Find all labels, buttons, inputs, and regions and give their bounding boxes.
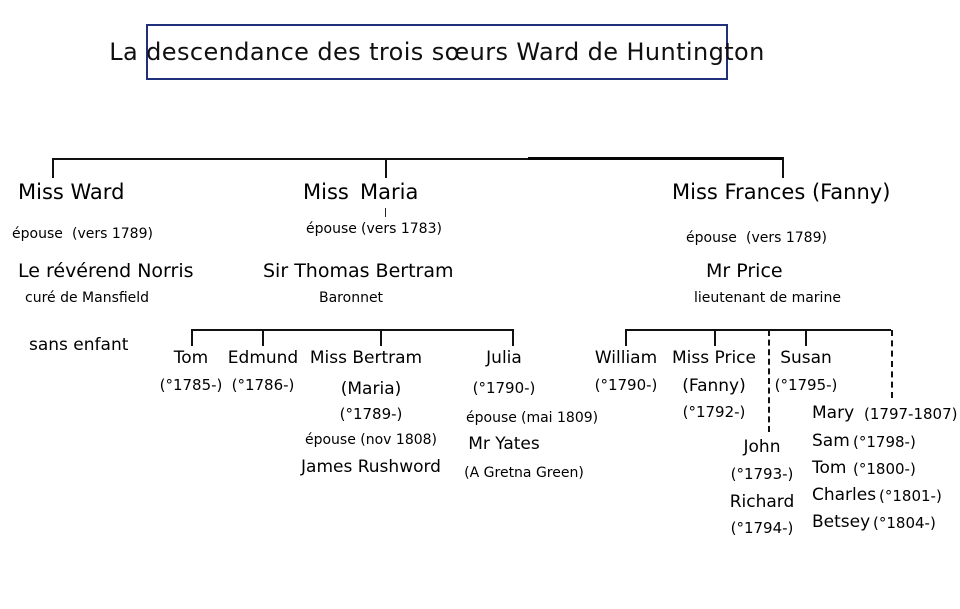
person-miss-maria-first: Miss <box>303 180 349 204</box>
drop-line-edmund <box>262 329 264 346</box>
miss-price-alias: (Fanny) <box>682 376 746 396</box>
julia-marriage-date: (mai 1809) <box>521 410 599 426</box>
sibling-connector-left <box>52 158 530 160</box>
person-mr-price: Mr Price <box>706 260 783 282</box>
julia-dates: (°1790-) <box>472 379 536 397</box>
person-charles: Charles <box>812 485 877 505</box>
richard-dates: (°1794-) <box>730 519 794 537</box>
julia-marriage-label: épouse <box>466 410 517 426</box>
dashed-line-other-children <box>891 330 893 398</box>
mary-dates: (1797-1807) <box>864 405 958 423</box>
drop-line-ward <box>52 158 54 178</box>
ward-marriage-label: épouse <box>12 226 63 242</box>
drop-line-miss-bertram <box>380 329 382 346</box>
drop-line-frances <box>782 157 784 178</box>
frances-marriage-date: (vers 1789) <box>746 230 827 246</box>
ward-marriage-date: (vers 1789) <box>72 226 153 242</box>
price-children-connector <box>625 329 891 331</box>
price-title: lieutenant de marine <box>694 290 841 306</box>
miss-bertram-alias: (Maria) <box>340 379 402 399</box>
person-william: William <box>594 348 658 368</box>
person-tom-bertram: Tom <box>173 348 209 368</box>
susan-dates: (°1795-) <box>774 376 838 394</box>
john-dates: (°1793-) <box>730 465 794 483</box>
mr-yates-note: (A Gretna Green) <box>464 465 584 481</box>
dashed-line-john-richard <box>768 330 770 432</box>
miss-bertram-dates: (°1789-) <box>339 405 403 423</box>
maria-marriage-tick <box>385 208 386 217</box>
person-miss-frances: Miss Frances (Fanny) <box>672 180 891 204</box>
person-tom-price: Tom <box>812 458 847 478</box>
person-miss-price: Miss Price <box>672 348 756 368</box>
bertram-title: Baronnet <box>319 290 384 306</box>
charles-dates: (°1801-) <box>879 487 942 505</box>
maria-marriage-label: épouse <box>306 221 357 237</box>
william-dates: (°1790-) <box>594 376 658 394</box>
person-john: John <box>743 437 781 457</box>
diagram-title-box: La descendance des trois sœurs Ward de H… <box>109 24 764 80</box>
drop-line-tom-bertram <box>191 329 193 346</box>
edmund-dates: (°1786-) <box>231 376 295 394</box>
person-sam: Sam <box>812 431 850 451</box>
drop-line-miss-price <box>714 329 716 346</box>
norris-title: curé de Mansfield <box>25 290 150 306</box>
drop-line-susan <box>805 329 807 346</box>
person-reverend-norris: Le révérend Norris <box>18 260 194 282</box>
drop-line-maria <box>385 158 387 178</box>
person-betsey: Betsey <box>812 512 871 532</box>
person-richard: Richard <box>729 492 795 512</box>
maria-marriage-date: (vers 1783) <box>361 221 442 237</box>
betsey-dates: (°1804-) <box>873 514 936 532</box>
person-sir-thomas-bertram: Sir Thomas Bertram <box>263 260 454 282</box>
sibling-connector-right <box>528 157 784 160</box>
drop-line-william <box>625 329 627 346</box>
page-title: La descendance des trois sœurs Ward de H… <box>109 38 765 66</box>
drop-line-julia <box>512 329 514 346</box>
frances-marriage-label: épouse <box>686 230 737 246</box>
person-edmund: Edmund <box>227 348 299 368</box>
person-julia: Julia <box>486 348 522 368</box>
miss-bertram-marriage: épouse (nov 1808) <box>304 432 438 448</box>
tom-bertram-dates: (°1785-) <box>159 376 223 394</box>
miss-price-dates: (°1792-) <box>682 403 746 421</box>
person-mary: Mary <box>812 403 855 423</box>
person-miss-bertram: Miss Bertram <box>309 348 423 368</box>
person-mr-yates: Mr Yates <box>468 434 540 454</box>
person-susan: Susan <box>780 348 832 368</box>
sam-dates: (°1798-) <box>853 433 916 451</box>
person-miss-ward: Miss Ward <box>18 180 125 204</box>
person-james-rushword: James Rushword <box>301 457 441 477</box>
person-miss-maria-second: Maria <box>360 180 419 204</box>
bertram-children-connector <box>191 329 512 331</box>
tom-price-dates: (°1800-) <box>853 460 916 478</box>
ward-children-note: sans enfant <box>29 335 129 355</box>
